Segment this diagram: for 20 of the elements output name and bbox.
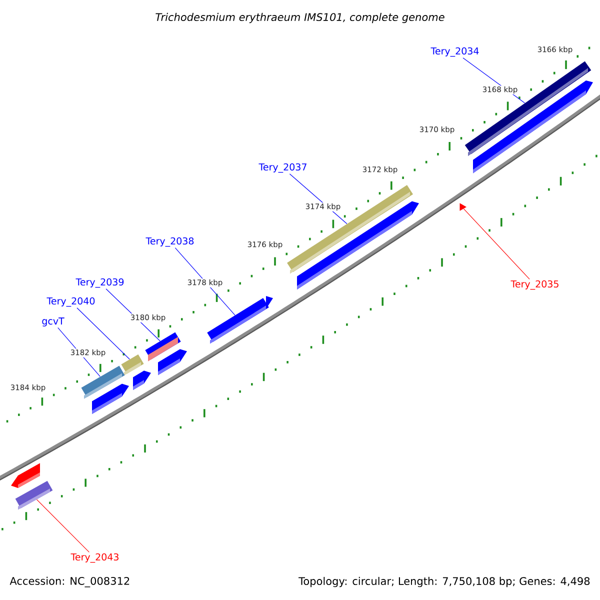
footer-text: Accession: NC_008312 — [10, 576, 130, 588]
leader-line — [463, 208, 530, 280]
title: Trichodesmium erythraeum IMS101, complete genome — [156, 12, 444, 24]
gene-label: Tery_2043 — [70, 553, 118, 563]
gene-label: Tery_2038 — [146, 237, 194, 247]
gene-block — [207, 296, 273, 344]
gene-label: Tery_2040 — [46, 297, 95, 307]
gene-label: Tery_2037 — [258, 163, 306, 173]
gene-block — [158, 349, 187, 376]
gene-label: Tery_2039 — [76, 278, 124, 288]
gene-label: Tery_2034 — [430, 47, 479, 57]
gene-label: Tery_2035 — [510, 280, 558, 290]
gene-block — [133, 370, 151, 390]
gene-marker — [460, 203, 466, 211]
gene-block — [92, 384, 129, 414]
leader-line — [36, 499, 90, 552]
leader-line — [76, 308, 130, 360]
gene-label: gcvT — [42, 318, 64, 326]
footer-text: Topology: circular; Length: 7,750,108 bp; Genes: 4,498 — [298, 576, 590, 588]
gene-block — [11, 463, 40, 488]
